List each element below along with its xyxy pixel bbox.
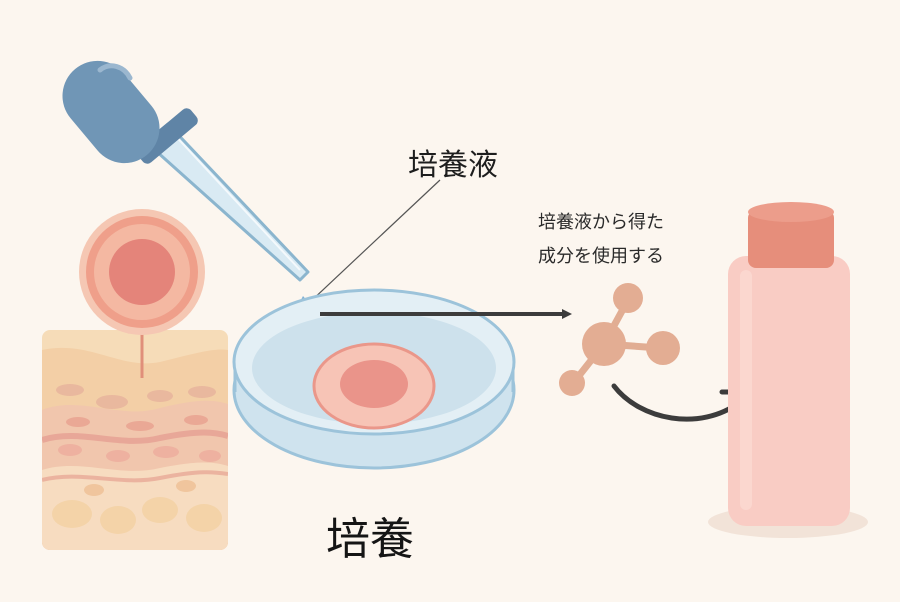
label-leader-line — [309, 179, 441, 303]
molecule-atom-center — [582, 322, 626, 366]
curved-arrow — [611, 383, 743, 422]
cell-icon — [79, 209, 205, 378]
molecule-atom-bottom — [559, 370, 585, 396]
ingredient-label: 培養液から得た 成分を使用する — [538, 206, 664, 274]
molecule-atom-top — [613, 283, 643, 313]
skin-layers-icon — [42, 330, 228, 550]
molecule-atom-right — [646, 331, 680, 365]
ingredient-label-line2: 成分を使用する — [538, 246, 664, 267]
cosmetic-bottle-icon — [708, 202, 868, 538]
dropper-icon — [62, 60, 310, 282]
ingredient-label-line1: 培養液から得た — [538, 212, 664, 233]
culture-label: 培養 — [326, 514, 414, 565]
culture-medium-label: 培養液 — [408, 148, 498, 183]
petri-dish-icon — [232, 288, 516, 470]
